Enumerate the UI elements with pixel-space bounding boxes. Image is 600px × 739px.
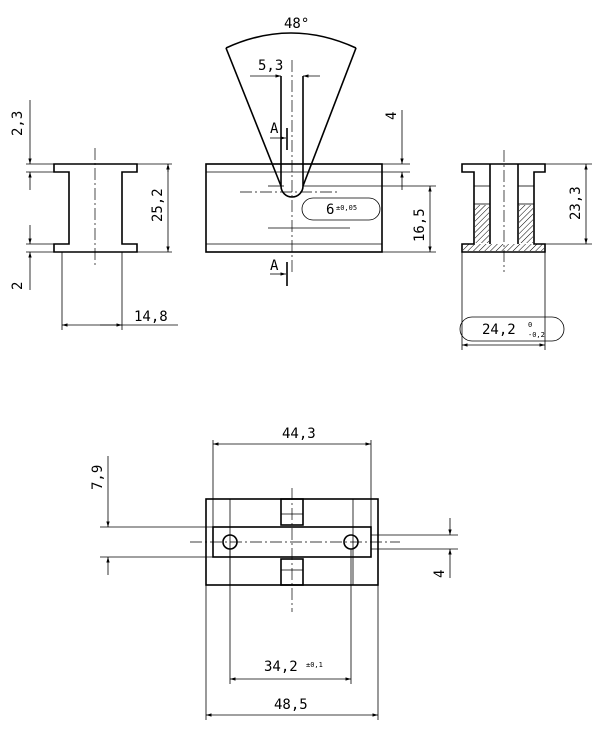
side-view: 2,3 2 25,2 14,8 [10,100,178,330]
dim-plan-hole-spacing-tol: ±0,1 [306,661,323,669]
dim-slot-width: 5,3 [258,58,283,74]
section-hatch-base [463,244,544,251]
dim-front-height: 16,5 [412,208,428,242]
dim-plan-tab-height: 7,9 [90,465,106,490]
dim-side-width: 14,8 [134,309,168,325]
dim-section-width: 24,2 [482,322,516,338]
dim-plan-outer-width: 48,5 [274,697,308,713]
section-view: 23,3 24,2 0 -0,2 [459,150,592,350]
dim-side-height: 25,2 [150,188,166,222]
section-width-callout [459,316,565,342]
dim-top-thickness: 4 [384,112,400,120]
section-hatch-left [475,205,489,243]
dim-section-height: 23,3 [568,186,584,220]
plan-view: 44,3 7,9 4 34,2 ±0,1 48,5 [90,426,458,720]
dim-side-flange-bottom: 2 [10,282,26,290]
dim-plan-hole-spacing: 34,2 [264,659,298,675]
dim-side-flange-top: 2,3 [10,111,26,136]
dim-slot-depth-tol: ±0,05 [336,204,357,212]
section-label-bottom: A [270,258,279,274]
dim-plan-rail-thickness: 4 [432,570,448,578]
dim-section-width-tol-lower: -0,2 [528,331,545,339]
dim-section-width-tol-upper: 0 [528,321,532,329]
section-hatch-right [519,205,533,243]
front-view: 48° 5,3 A A 4 6 ±0,05 16,5 [205,16,436,286]
slot-depth-callout [301,197,381,221]
front-view-outline [205,163,383,253]
dim-plan-inner-width: 44,3 [282,426,316,442]
side-view-outline [53,163,138,253]
dim-angle: 48° [284,16,309,32]
dim-slot-depth: 6 [326,202,334,218]
section-label-top: A [270,121,279,137]
